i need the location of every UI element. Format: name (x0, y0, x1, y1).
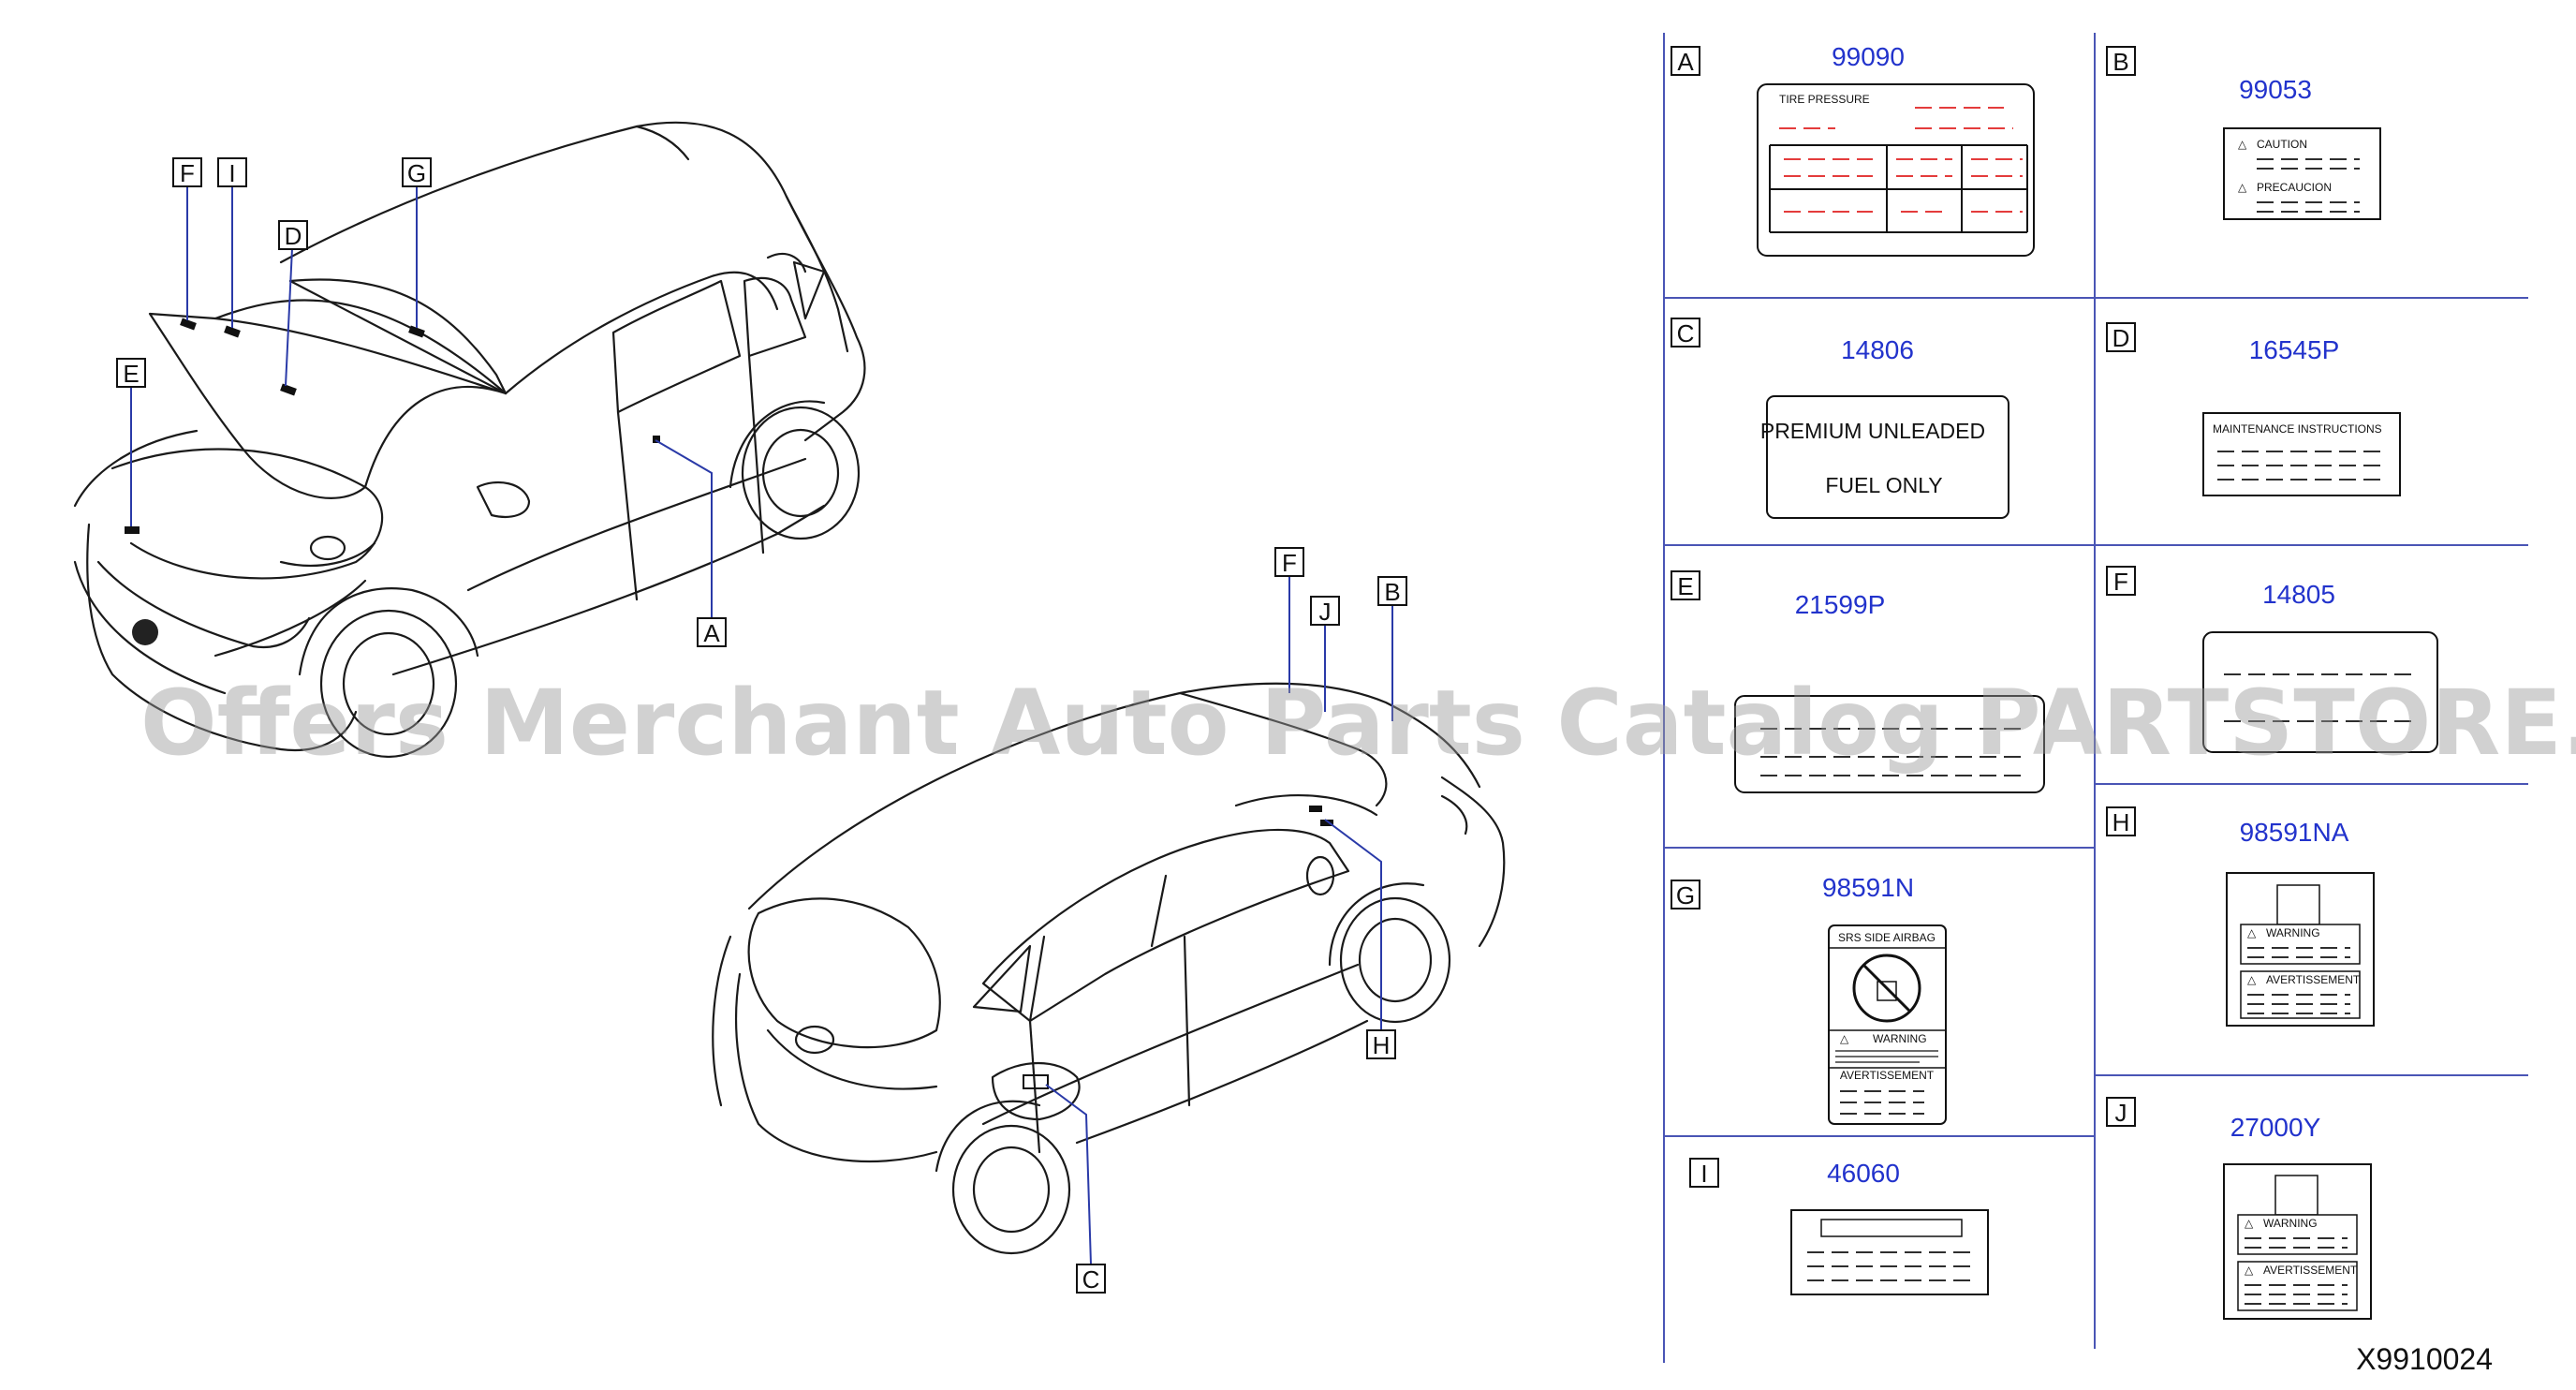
svg-text:A: A (703, 619, 720, 647)
svg-text:△: △ (2238, 181, 2247, 194)
callout-E-front: E (116, 358, 146, 388)
panel-F: F 14805 (2106, 566, 2438, 753)
svg-text:△: △ (2245, 1217, 2254, 1230)
panel-A: A 99090 TIRE PRESSURE (1671, 42, 2035, 257)
diagram-code: X9910024 (2356, 1342, 2493, 1376)
svg-text:A: A (1677, 48, 1694, 76)
svg-text:B: B (2112, 48, 2128, 76)
front-car-illustration (73, 121, 866, 759)
svg-text:F: F (2113, 568, 2128, 596)
callout-D-front: D (278, 220, 308, 250)
part-number-C: 14806 (1841, 335, 1914, 364)
svg-text:PRECAUCION: PRECAUCION (2257, 181, 2332, 194)
part-number-A: 99090 (1832, 42, 1905, 71)
panel-C: C 14806 PREMIUM UNLEADED FUEL ONLY (1671, 318, 2009, 519)
svg-text:WARNING: WARNING (2263, 1217, 2318, 1230)
part-number-F: 14805 (2262, 580, 2335, 609)
part-number-J: 27000Y (2230, 1113, 2321, 1142)
panel-I: I 46060 (1689, 1158, 1989, 1295)
part-number-E: 21599P (1795, 590, 1886, 619)
panel-G: G 98591N SRS SIDE AIRBAG △ WARNING AVERT… (1671, 873, 1947, 1125)
svg-text:I: I (228, 159, 235, 187)
callout-I-front: I (217, 157, 247, 187)
svg-text:△: △ (2247, 973, 2257, 986)
svg-text:I: I (1700, 1160, 1707, 1188)
callout-G-front: G (402, 157, 432, 187)
front-car-leaders (130, 185, 713, 618)
svg-text:FUEL ONLY: FUEL ONLY (1825, 473, 1942, 497)
part-number-I: 46060 (1827, 1159, 1900, 1188)
svg-text:E: E (123, 360, 139, 388)
svg-text:AVERTISSEMENT: AVERTISSEMENT (2266, 973, 2361, 986)
rear-car-illustration (712, 682, 1506, 1255)
svg-text:C: C (1677, 319, 1695, 348)
part-number-B: 99053 (2239, 75, 2312, 104)
svg-text:E: E (1677, 572, 1693, 600)
part-number-H: 98591NA (2240, 818, 2349, 847)
panel-J: J 27000Y △ WARNING △ AVERTISSEMENT (2106, 1097, 2372, 1320)
svg-text:△: △ (2238, 138, 2247, 151)
svg-text:H: H (2112, 808, 2130, 836)
svg-text:△: △ (2247, 926, 2257, 939)
panel-B: B 99053 △ CAUTION △ PRECAUCION (2106, 46, 2381, 220)
svg-text:G: G (407, 159, 426, 187)
rear-car-leaders (1045, 577, 1393, 1265)
label-panel-grid (1663, 33, 2528, 1363)
svg-text:J: J (2115, 1099, 2127, 1127)
svg-text:D: D (2112, 324, 2130, 352)
part-number-G: 98591N (1822, 873, 1914, 902)
svg-text:D: D (285, 222, 302, 250)
svg-text:G: G (1676, 881, 1695, 909)
svg-text:AVERTISSEMENT: AVERTISSEMENT (1840, 1069, 1935, 1082)
panel-E: E 21599P (1671, 570, 2045, 793)
panel-H: H 98591NA △ WARNING △ AVERTISSEMENT (2106, 806, 2375, 1027)
svg-text:TIRE PRESSURE: TIRE PRESSURE (1779, 93, 1870, 106)
svg-text:WARNING: WARNING (2266, 926, 2320, 939)
svg-text:H: H (1373, 1031, 1391, 1059)
callout-J-rear: J (1310, 596, 1340, 626)
svg-text:J: J (1319, 598, 1332, 626)
callout-B-rear: B (1377, 576, 1407, 606)
callout-F-front: F (172, 157, 202, 187)
callout-A-front: A (697, 617, 727, 647)
svg-text:AVERTISSEMENT: AVERTISSEMENT (2263, 1264, 2358, 1277)
callout-C-rear: C (1076, 1264, 1106, 1294)
svg-text:PREMIUM UNLEADED: PREMIUM UNLEADED (1760, 419, 1985, 443)
svg-text:SRS SIDE AIRBAG: SRS SIDE AIRBAG (1838, 931, 1936, 944)
svg-text:△: △ (2245, 1264, 2254, 1277)
svg-text:C: C (1082, 1265, 1100, 1294)
part-number-D: 16545P (2249, 335, 2340, 364)
svg-text:△: △ (1840, 1032, 1849, 1045)
svg-text:WARNING: WARNING (1873, 1032, 1927, 1045)
svg-text:B: B (1384, 578, 1400, 606)
watermark: Offers Merchant Auto Parts Catalog PARTS… (140, 671, 2576, 776)
panel-D: D 16545P MAINTENANCE INSTRUCTIONS (2106, 322, 2401, 496)
svg-text:MAINTENANCE INSTRUCTIONS: MAINTENANCE INSTRUCTIONS (2213, 422, 2382, 436)
svg-text:F: F (1282, 549, 1297, 577)
svg-text:CAUTION: CAUTION (2257, 138, 2307, 151)
callout-H-rear: H (1366, 1029, 1396, 1059)
callout-F-rear: F (1274, 547, 1304, 577)
svg-text:F: F (180, 159, 195, 187)
